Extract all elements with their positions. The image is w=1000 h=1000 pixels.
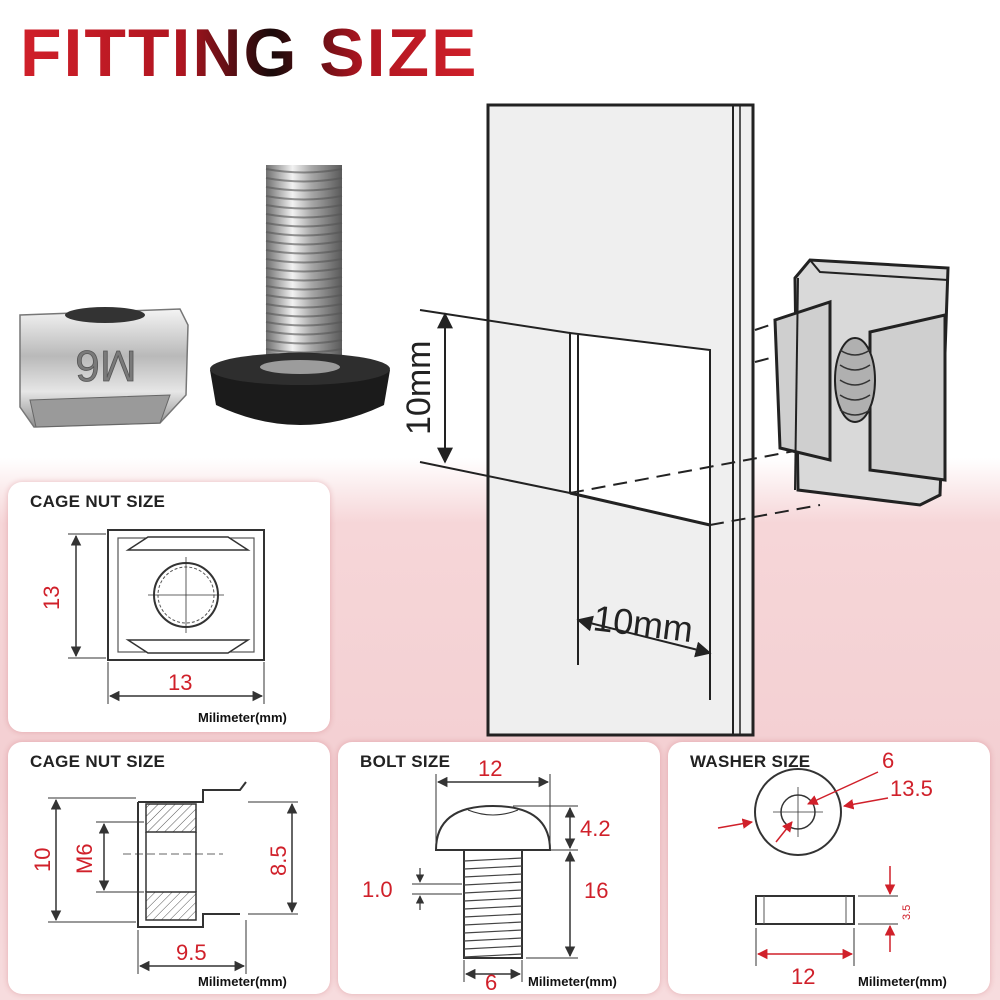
panel-cage-nut-top: CAGE NUT SIZE 13 13 Milimeter(mm): [8, 482, 330, 732]
panel-washer: WASHER SIZE 6 13.5 3.5 12 Milimeter(mm): [668, 742, 990, 994]
cage-nut-side-thread: M6: [72, 843, 97, 874]
cage-nut-top-drawing: 13 13: [39, 529, 265, 704]
cage-nut-photo: M6: [19, 307, 189, 428]
washer-width: 12: [791, 964, 815, 989]
page-title: FITTING SIZE: [20, 15, 479, 91]
bolt-drawing: 12 4.2 16 1.0 6: [362, 756, 611, 995]
installation-diagram: 10mm 10mm: [400, 103, 950, 737]
cage-nut-side-inner: 8.5: [266, 845, 291, 876]
bolt-thread-diameter: 6: [485, 970, 497, 995]
cage-nut-side-width: 9.5: [176, 940, 207, 965]
nut-stamp-text: M6: [75, 341, 136, 390]
bolt-pitch: 1.0: [362, 877, 393, 902]
panel-cage-nut-side: CAGE NUT SIZE 10 M6 8.5 9.5 Milimeter(mm…: [8, 742, 330, 994]
hole-height-label: 10mm: [400, 341, 438, 435]
cage-nut-top-width: 13: [168, 670, 192, 695]
bolt-photo: [210, 165, 390, 425]
unit-label: Milimeter(mm): [528, 974, 617, 989]
panel-bolt: BOLT SIZE 12 4.2 16 1.0 6 Milimeter(mm): [338, 742, 660, 995]
washer-drawing: 6 13.5 3.5 12: [717, 748, 933, 989]
unit-label: Milimeter(mm): [858, 974, 947, 989]
panel-title: CAGE NUT SIZE: [30, 752, 166, 771]
panel-title: CAGE NUT SIZE: [30, 492, 166, 511]
bolt-head-height: 4.2: [580, 816, 611, 841]
bolt-length: 16: [584, 878, 608, 903]
cage-nut-side-drawing: 10 M6 8.5 9.5: [30, 781, 298, 974]
unit-label: Milimeter(mm): [198, 710, 287, 725]
panel-title: BOLT SIZE: [360, 752, 451, 771]
washer-inner: 6: [882, 748, 894, 773]
washer-thickness: 3.5: [901, 905, 913, 920]
cage-nut-top-height: 13: [39, 586, 64, 610]
cage-nut-side-height: 10: [30, 848, 55, 872]
panel-title: WASHER SIZE: [690, 752, 811, 771]
washer-outer: 13.5: [890, 776, 933, 801]
unit-label: Milimeter(mm): [198, 974, 287, 989]
bolt-head-diameter: 12: [478, 756, 502, 781]
